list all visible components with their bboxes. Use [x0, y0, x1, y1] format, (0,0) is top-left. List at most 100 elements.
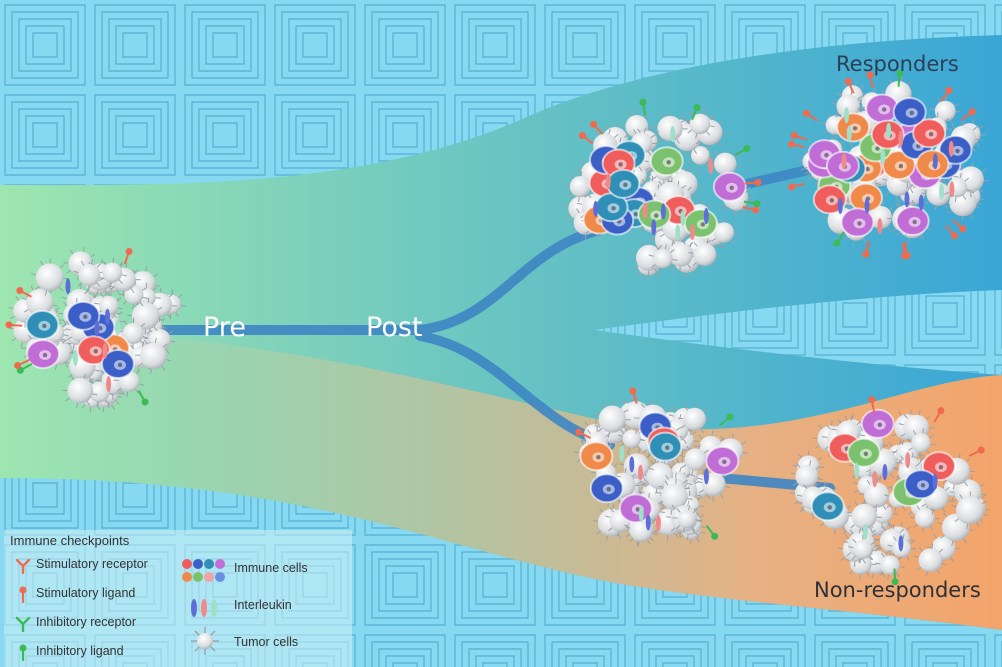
tumor-cell — [859, 477, 894, 513]
responder-cluster — [787, 70, 989, 260]
immune-cell — [26, 339, 61, 370]
interleukin — [703, 208, 709, 225]
inhibitory-checkpoint — [639, 98, 647, 116]
stimulatory-checkpoint — [945, 224, 958, 240]
interleukin — [880, 148, 886, 165]
immune-cell — [579, 441, 614, 472]
tumor-cell — [672, 504, 701, 533]
inhibitory-checkpoint — [891, 568, 899, 586]
tumor-cell — [709, 147, 742, 181]
legend-interleukin-label: Interleukin — [234, 598, 292, 612]
immune-cells-icon — [182, 559, 225, 582]
immune-cell — [606, 168, 641, 199]
interleukin — [898, 130, 904, 147]
post-label: Post — [366, 312, 423, 343]
tumor-cell — [97, 257, 127, 288]
interleukin — [872, 471, 878, 488]
pre-label: Pre — [203, 312, 246, 343]
legend-tumor-cells: Tumor cells — [180, 626, 350, 658]
stimulatory-checkpoint — [952, 218, 967, 233]
interleukin — [882, 464, 888, 481]
immune-cell — [812, 184, 847, 215]
legend-stimulatory-ligand-label: Stimulatory ligand — [36, 586, 136, 600]
interleukin — [932, 473, 938, 490]
stimulatory-checkpoint — [788, 182, 805, 191]
interleukin — [939, 183, 945, 200]
immune-cell — [810, 491, 845, 522]
immune-cell — [648, 431, 683, 462]
post-responder-cluster — [563, 98, 762, 281]
stimulatory-checkpoint — [790, 131, 808, 141]
interleukin — [680, 210, 686, 227]
interleukin — [948, 140, 954, 157]
immune-cell — [705, 445, 740, 476]
stimulatory-checkpoint — [844, 77, 855, 94]
tumor-cell — [688, 238, 722, 271]
interleukin — [655, 514, 661, 531]
immune-cell — [846, 437, 881, 468]
tumor-cell — [564, 171, 596, 203]
stimulatory-checkpoint — [744, 178, 762, 186]
tumor-cell — [921, 177, 956, 211]
tumor-cell — [31, 258, 69, 296]
legend-stimulatory-receptor-label: Stimulatory receptor — [36, 557, 148, 571]
legend-inhibitory-ligand-label: Inhibitory ligand — [36, 644, 124, 658]
immune-cell — [76, 335, 111, 366]
legend-tumor-cells-label: Tumor cells — [234, 635, 299, 649]
immune-cell — [860, 408, 895, 439]
stimulatory-checkpoint — [742, 206, 760, 214]
tumor-cell — [686, 141, 715, 170]
stimulatory-checkpoint — [575, 428, 592, 440]
tumor-cell — [790, 460, 823, 493]
interleukin — [605, 173, 611, 190]
interleukin — [918, 194, 924, 211]
interleukin — [619, 445, 625, 462]
immune-cell — [100, 348, 135, 379]
tumor-cell — [652, 110, 688, 146]
inhibitory-checkpoint — [719, 413, 734, 427]
interleukin — [102, 342, 108, 359]
interleukin — [877, 218, 883, 235]
interleukin — [932, 153, 938, 170]
immune-cell — [881, 150, 916, 181]
tumor-cell — [126, 297, 164, 335]
responders-label: Responders — [836, 52, 959, 76]
legend-stimulatory-ligand: Stimulatory ligand — [10, 586, 180, 604]
inhibitory-checkpoint — [743, 200, 761, 208]
interleukin — [904, 191, 910, 208]
inhibitory-checkpoint — [691, 104, 701, 121]
tumor-cell — [848, 534, 878, 564]
immune-cell — [712, 171, 747, 202]
interleukin — [105, 308, 111, 325]
stimulatory-checkpoint — [5, 321, 23, 329]
interleukin — [593, 200, 599, 217]
inhibitory-checkpoint — [137, 390, 149, 406]
immune-cell — [589, 473, 624, 504]
interleukin — [949, 181, 955, 198]
interleukin — [841, 153, 847, 170]
interleukin — [65, 278, 71, 295]
legend-inhibitory-ligand: Inhibitory ligand — [10, 644, 180, 662]
tumor-cell — [117, 317, 149, 349]
tumor-cell — [951, 491, 989, 530]
interleukin — [846, 125, 852, 142]
tumor-cell-icon — [191, 627, 219, 655]
legend-panel: Immune checkpoints Stimulatory receptor … — [4, 530, 352, 667]
inhibitory-checkpoint — [833, 231, 845, 247]
tumor-cell — [648, 244, 678, 274]
pre-cluster — [5, 246, 186, 413]
stimulatory-checkpoint — [14, 358, 30, 369]
stimulatory-checkpoint — [123, 248, 133, 265]
interleukin — [837, 197, 843, 214]
interleukin — [638, 506, 644, 523]
stimulatory-checkpoint — [578, 131, 594, 145]
interleukin — [886, 122, 892, 139]
interleukin — [708, 157, 714, 174]
interleukin — [844, 107, 850, 124]
tumor-cell — [594, 400, 631, 438]
immune-cell — [840, 207, 875, 238]
non-responders-label: Non-responders — [814, 578, 981, 602]
immune-cell — [915, 149, 950, 180]
interleukin — [898, 535, 904, 552]
